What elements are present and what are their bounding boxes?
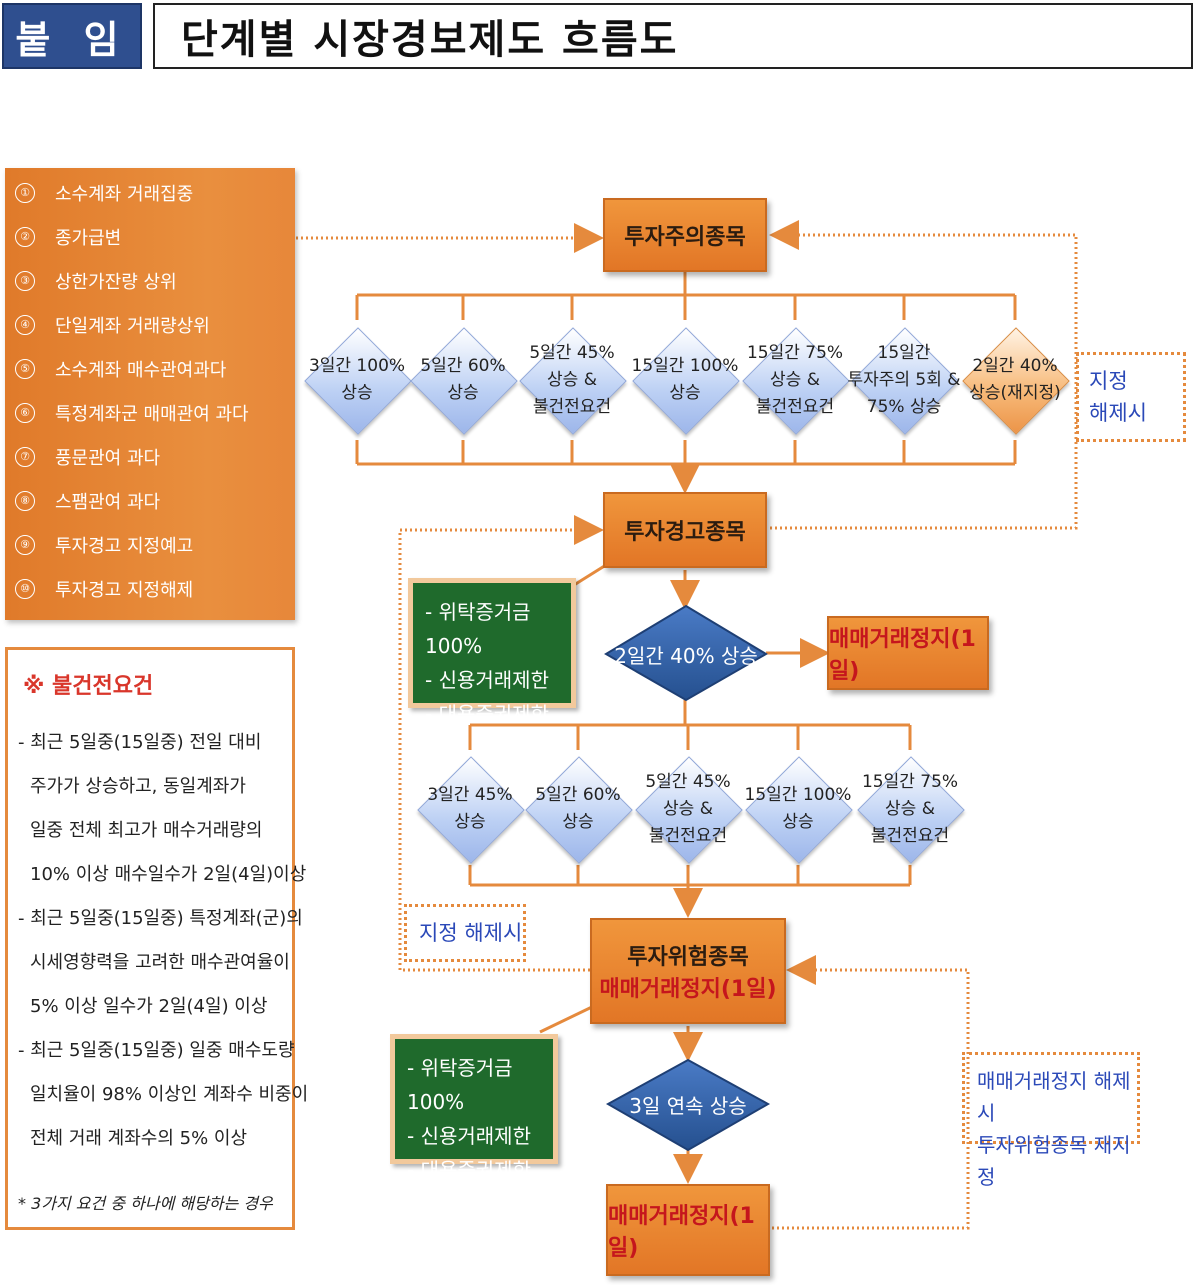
risk-criterion-diamond: 15일간 75%상승 &불건전요건 (857, 756, 965, 864)
requirement-line: 일치율이 98% 이상인 계좌수 비중이 (30, 1084, 309, 1105)
page-title: 단계별 시장경보제도 흐름도 (153, 3, 1193, 69)
requirement-line: 시세영향력을 고려한 매수관여율이 (30, 952, 290, 973)
measure-item: - 대용증권제한 (425, 702, 549, 726)
risk-criterion-diamond: 15일간 100%상승 (745, 756, 853, 864)
requirement-line: 5% 이상 일수가 2일(4일) 이상 (30, 996, 268, 1017)
release-label-left: 지정 해제시 (404, 904, 526, 962)
release-label-right: 지정 해제시 (1076, 352, 1186, 442)
measure-item: - 대용증권제한 (407, 1158, 531, 1182)
decision-label-1: 2일간 40% 상승 (614, 643, 758, 668)
warning-stock-box: 투자경고종목 (603, 492, 767, 568)
requirement-line: - 최근 5일중(15일중) 특정계좌(군)의 (18, 908, 303, 929)
caution-criterion-diamond: 3일간 100%상승 (304, 327, 412, 435)
caution-stock-box: 투자주의종목 (603, 198, 767, 272)
trading-halt-box-2: 매매거래정지(1일) (606, 1184, 770, 1276)
risk-criterion-diamond: 5일간 60%상승 (525, 756, 633, 864)
warning-measures-box: - 위탁증거금100% - 신용거래제한 - 대용증권제한 (408, 578, 576, 726)
measure-item: - 신용거래제한 (425, 668, 549, 692)
caution-criterion-diamond: 15일간 75%상승 &불건전요건 (742, 327, 850, 435)
measure-item: - 위탁증거금100% (425, 600, 531, 658)
risk-criterion-diamond: 5일간 45%상승 &불건전요건 (635, 756, 743, 864)
requirement-line: 전체 거래 계좌수의 5% 이상 (30, 1128, 248, 1149)
measure-item: - 신용거래제한 (407, 1124, 531, 1148)
risk-criterion-diamond: 3일간 45%상승 (417, 756, 525, 864)
caution-criterion-diamond: 5일간 60%상승 (410, 327, 518, 435)
trading-halt-box-1: 매매거래정지(1일) (827, 616, 989, 690)
risk-measures-box: - 위탁증거금100% - 신용거래제한 - 대용증권제한 (390, 1034, 558, 1182)
unfair-requirements-panel: ※ 불건전요건 - 최근 5일중(15일중) 전일 대비 주가가 상승하고, 동… (5, 647, 308, 1230)
redesignation-criterion-diamond: 2일간 40%상승(재지정) (962, 327, 1070, 435)
requirement-line: 10% 이상 매수일수가 2일(4일)이상 (30, 864, 307, 885)
caution-criterion-diamond: 15일간 100%상승 (632, 327, 740, 435)
requirement-line: 일중 전체 최고가 매수거래량의 (30, 820, 263, 841)
requirement-line: 주가가 상승하고, 동일계좌가 (30, 776, 246, 797)
redesignation-label: 매매거래정지 해제시 투자위험종목 재지정 (962, 1052, 1140, 1189)
requirement-line: - 최근 5일중(15일중) 전일 대비 (18, 732, 262, 753)
measure-item: - 위탁증거금100% (407, 1056, 513, 1114)
requirement-footnote: * 3가지 요건 중 하나에 해당하는 경우 (18, 1194, 273, 1213)
requirement-line: - 최근 5일중(15일중) 일중 매수도량 (18, 1040, 295, 1061)
decision-label-2: 3일 연속 상승 (629, 1093, 747, 1118)
attachment-tag: 붙 임 (2, 3, 142, 69)
unfair-requirements-title: ※ 불건전요건 (23, 674, 154, 699)
caution-criterion-diamond: 5일간 45%상승 &불건전요건 (519, 327, 627, 435)
